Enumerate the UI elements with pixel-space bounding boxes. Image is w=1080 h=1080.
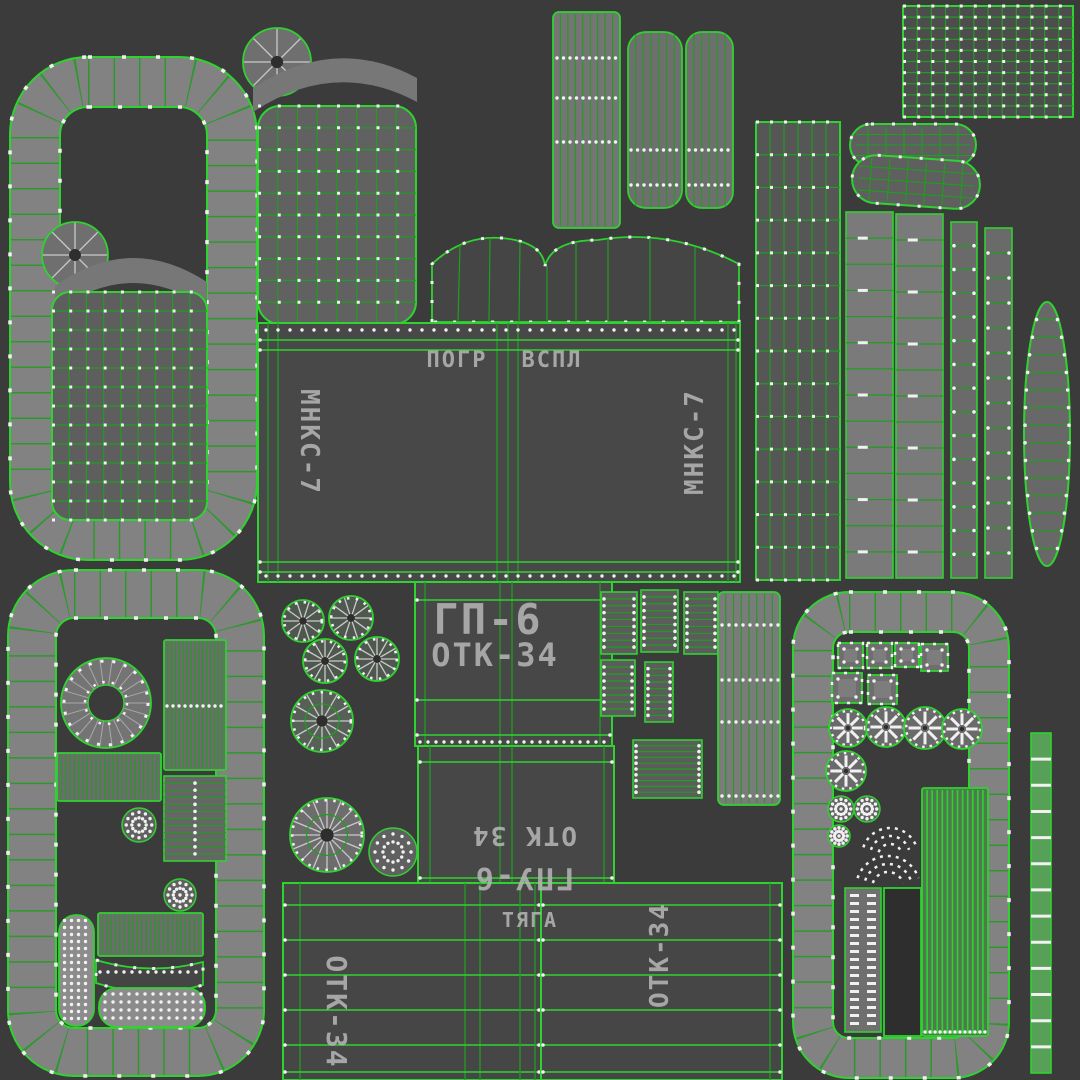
panel-bottom-left	[282, 882, 542, 1080]
top-right-grid	[902, 4, 1074, 119]
hat-collar-top	[253, 58, 417, 112]
bl-vstripes1-middots	[165, 704, 223, 708]
hat-barrel-top	[257, 104, 417, 326]
label-tyaga: ТЯГА	[502, 908, 558, 932]
br-green-stripes-dots	[923, 1030, 987, 1034]
bl-band-dots	[98, 970, 198, 974]
strip-a	[845, 211, 894, 579]
cluster-wheel-2	[328, 595, 374, 641]
mid-ladder-5	[644, 661, 674, 723]
br-fanwheel-4	[941, 708, 983, 750]
sleeve1-dots1	[555, 56, 618, 60]
bl-dotcircle-1	[121, 807, 157, 843]
br-square-2	[865, 641, 894, 670]
mid-ladder-1	[600, 591, 638, 655]
sleeve-top-2	[627, 31, 683, 209]
sleeve-mid-dots2	[720, 678, 780, 682]
br-fanwheel-2	[865, 706, 907, 748]
panel-gp6	[414, 581, 613, 747]
hat-collar-left	[55, 257, 207, 312]
sleeve-mid-right	[717, 591, 781, 806]
br-fanwheel-5	[825, 750, 867, 792]
panel-gpu6	[417, 745, 615, 895]
label-vspl: ВСПЛ	[522, 348, 583, 373]
capsule-top-2	[850, 153, 982, 211]
br-square-1	[836, 641, 865, 670]
br-fanwheel-1	[828, 708, 868, 748]
cluster-wheel-1	[281, 599, 325, 643]
br-dotcircle-2	[853, 795, 881, 823]
sleeve-top-1	[552, 11, 621, 229]
strip-d	[984, 227, 1013, 579]
dotted-circle-mid	[368, 827, 418, 877]
label-otk34-center: ОТК-34	[431, 636, 559, 674]
strip-b	[895, 213, 944, 579]
cluster-wheel-big	[290, 689, 354, 753]
strip-c	[950, 221, 978, 579]
br-fan-2	[856, 854, 920, 884]
bl-dotcircle-2	[163, 878, 197, 912]
sleeve-mid-dots1	[720, 623, 780, 627]
sleeve-top-3	[685, 31, 734, 209]
br-square-3	[893, 641, 921, 669]
webbed-wheel	[289, 797, 365, 873]
bl-vstripes-2	[56, 752, 162, 802]
br-dotcircle-3	[827, 824, 851, 848]
sleeve2-dots2	[629, 183, 679, 187]
panel-bottom-right	[519, 882, 783, 1080]
br-dashstrip	[844, 887, 882, 1033]
cluster-wheel-4	[354, 636, 400, 682]
label-pogr: ПОГР	[427, 348, 488, 373]
right-oval	[1023, 301, 1071, 567]
br-dotcircle-1	[827, 795, 855, 823]
sleeve-mid-dots3	[720, 720, 780, 724]
label-mnks7-right: МНКС-7	[680, 389, 710, 495]
far-right-ladder	[1030, 732, 1052, 1074]
panel-main-bottom-dots	[264, 574, 736, 578]
cluster-wheel-3	[302, 638, 348, 684]
crown-seams	[457, 237, 696, 323]
br-square-5	[830, 671, 864, 705]
label-gp6: ГП-6	[433, 595, 542, 644]
sleeve3-dots2	[687, 183, 730, 187]
br-green-stripes	[921, 787, 989, 1037]
mid-ladder-2	[640, 589, 679, 653]
crown-panel	[430, 235, 741, 324]
frame-bottom-left	[6, 568, 266, 1078]
label-otk34-botright: ОТК-34	[645, 902, 675, 1008]
br-square-4	[919, 642, 950, 673]
panel-main	[257, 322, 741, 583]
sleeve1-dots2	[555, 96, 618, 100]
label-gpu6-flipped: ГПУ-6	[474, 860, 574, 895]
panel-gp6-dots	[418, 740, 606, 744]
mid-ladder-3	[683, 591, 719, 655]
br-fanwheel-3	[903, 706, 947, 750]
hat-barrel-left	[51, 290, 208, 522]
donut-ring	[60, 657, 152, 749]
bl-vstripes-3	[97, 912, 204, 957]
right-tall-grid	[755, 120, 841, 582]
sleeve2-dots1	[629, 148, 679, 152]
label-otk34-flipped: ОТК 34	[471, 820, 577, 850]
bl-ladder	[163, 775, 227, 862]
br-square-6	[866, 673, 899, 706]
bl-vstripes-1	[163, 639, 227, 771]
br-dark-rect	[883, 887, 922, 1037]
bl-dotcapsule-wide	[98, 987, 206, 1028]
mid-ladder-wide	[632, 739, 703, 799]
label-mnks7-left: МНКС-7	[294, 389, 324, 495]
label-otk34-botleft: ОТК-34	[320, 955, 353, 1068]
panel-main-top-dots	[264, 328, 736, 332]
sleeve1-dots3	[555, 140, 618, 144]
mid-ladder-4	[600, 659, 636, 717]
sleeve-mid-dots4	[720, 794, 780, 798]
bl-dotcapsule-tall	[58, 914, 95, 1027]
br-fan-1	[862, 826, 918, 853]
sleeve3-dots1	[687, 148, 730, 152]
